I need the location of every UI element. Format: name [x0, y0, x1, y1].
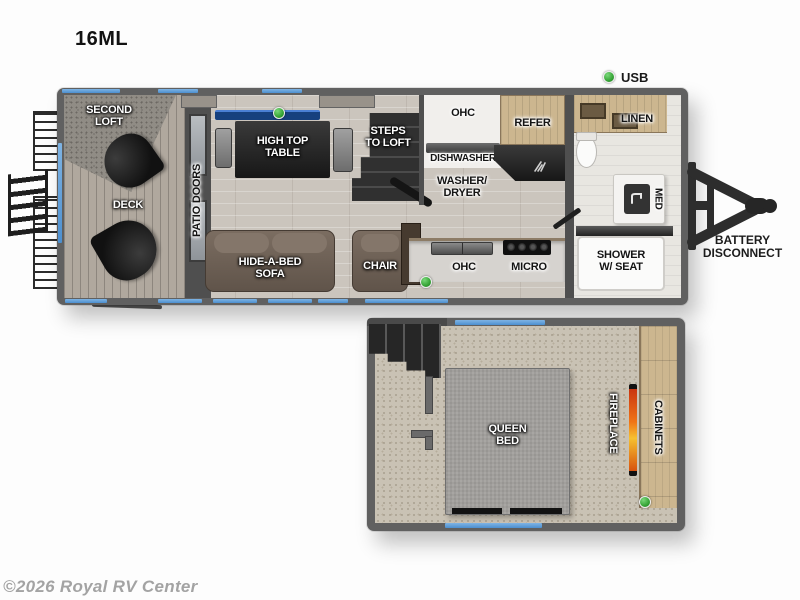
bed-base: [510, 508, 562, 514]
bathroom-wall: [565, 95, 574, 298]
shower-label: SHOWER W/ SEAT: [596, 249, 646, 273]
washer-dryer-label: WASHER/ DRYER: [437, 175, 487, 199]
toilet-tank: [576, 132, 597, 141]
cabinet-vent: [580, 103, 606, 119]
burner-icon: [529, 243, 537, 251]
stove-cooktop: [503, 240, 551, 255]
dishwasher-label: DISHWASHER: [430, 153, 496, 164]
vanity: [613, 174, 665, 224]
window-strip: [62, 89, 120, 93]
shower-ledge: [576, 226, 673, 236]
trailer-hitch: [687, 162, 777, 250]
patio-door-panel: [189, 200, 207, 262]
chair: CHAIR: [352, 230, 408, 292]
battery-disconnect-label: BATTERY DISCONNECT: [702, 233, 783, 261]
page-title: 16ML: [75, 28, 129, 50]
deck-railing-top: [33, 111, 60, 171]
chair-label: CHAIR: [363, 260, 397, 272]
usb-indicator-icon: [273, 107, 285, 119]
steps-cap: [367, 318, 447, 326]
usb-indicator-icon: [603, 71, 615, 83]
wall-stub: [425, 376, 433, 414]
loft-floorplan: QUEEN BED FIREPLACE CABINETS: [367, 318, 685, 531]
queen-bed-label: QUEEN BED: [488, 423, 527, 447]
sink-divider: [462, 243, 463, 254]
patio-door-panel: [189, 114, 207, 176]
fireplace-label: FIREPLACE: [606, 392, 619, 454]
med-label: MED: [652, 188, 664, 210]
window-strip: [268, 299, 312, 303]
kitchen-wall: [419, 95, 424, 205]
high-top-table-label: HIGH TOP TABLE: [256, 135, 309, 159]
shower: SHOWER W/ SEAT: [577, 236, 665, 291]
window-strip: [318, 299, 348, 303]
window-strip: [365, 299, 448, 303]
linen-label: LINEN: [620, 113, 653, 125]
steps-to-loft-label: STEPS TO LOFT: [365, 125, 411, 149]
wall-stub: [425, 436, 433, 450]
window-strip: [58, 143, 62, 243]
burner-icon: [518, 243, 526, 251]
vanity-sink: [624, 184, 650, 214]
window-strip: [158, 299, 202, 303]
bed-base: [452, 508, 502, 514]
hide-a-bed-sofa: HIDE-A-BED SOFA: [205, 230, 335, 292]
window-strip: [262, 89, 302, 93]
overhead-cabinet: [181, 95, 217, 108]
window-strip: [65, 299, 107, 303]
queen-bed: QUEEN BED: [445, 368, 570, 515]
burner-icon: [507, 243, 515, 251]
wall-stub: [411, 430, 433, 438]
chair-cushion: [361, 234, 399, 252]
usb-indicator-icon: [420, 276, 432, 288]
grill-icon: [534, 161, 546, 172]
bathroom-upper-cabinet: [574, 95, 667, 133]
refer: [500, 95, 565, 145]
stool: [333, 128, 353, 172]
sofa-cushion: [214, 233, 269, 253]
usb-indicator-icon: [639, 496, 651, 508]
window-strip: [455, 320, 545, 325]
deck-label: DECK: [112, 199, 144, 211]
sofa-cushion: [272, 233, 327, 253]
deck-ladder: [8, 169, 48, 237]
cabinet-vent: [612, 113, 638, 129]
cabinets-label: CABINETS: [651, 399, 664, 455]
dinette-window: [215, 110, 320, 120]
window-strip: [158, 89, 198, 93]
stool: [215, 128, 232, 168]
watermark: ©2026 Royal RV Center: [3, 577, 198, 596]
burner-icon: [540, 243, 548, 251]
faucet-icon: [631, 193, 642, 204]
main-floorplan: SECOND LOFT DECK PATIO DOORS HIGH TOP TA…: [57, 88, 688, 305]
ohc-top-label: OHC: [451, 107, 475, 119]
second-loft-label: SECOND LOFT: [86, 104, 132, 128]
fireplace-flame: [629, 384, 637, 476]
overhead-cabinet: [319, 95, 375, 108]
micro-label: MICRO: [511, 261, 547, 273]
window-strip: [213, 299, 257, 303]
bedroom-cabinets: [639, 326, 677, 508]
window-strip: [445, 523, 542, 528]
ohc-bottom-label: OHC: [452, 261, 476, 273]
counter-edge: [426, 143, 500, 153]
refer-label: REFER: [514, 117, 551, 129]
hide-a-bed-sofa-label: HIDE-A-BED SOFA: [238, 256, 302, 280]
sink: [431, 242, 493, 255]
high-top-table: HIGH TOP TABLE: [235, 121, 330, 178]
usb-legend-label: USB: [621, 70, 649, 85]
